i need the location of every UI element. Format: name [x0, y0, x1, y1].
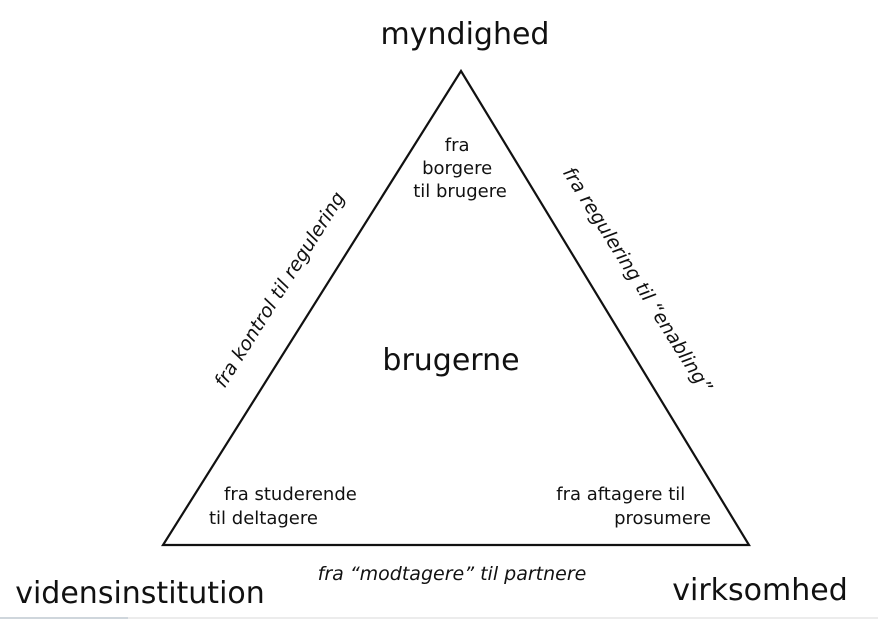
corner-note-top-line-3: til brugere — [413, 181, 507, 202]
vertex-label-top: myndighed — [381, 17, 550, 52]
edge-label-left: fra kontrol til regulering — [210, 188, 350, 392]
center-label: brugerne — [382, 343, 519, 378]
vertex-label-bottom-left: vidensinstitution — [15, 576, 265, 611]
corner-note-bottom-left: fra studerende til deltagere — [209, 484, 363, 529]
vertex-label-bottom-right: virksomhed — [672, 573, 848, 608]
corner-note-bottom-right-line-1: fra aftagere til — [556, 484, 685, 505]
corner-note-bottom-right-line-2: prosumere — [614, 508, 711, 529]
corner-note-bottom-left-line-1: fra studerende — [224, 484, 357, 505]
corner-note-top-line-1: fra — [445, 135, 470, 156]
corner-note-bottom-left-line-2: til deltagere — [209, 508, 318, 529]
corner-note-top: fra borgere til brugere — [413, 135, 507, 202]
bottom-divider — [0, 617, 878, 619]
edge-label-bottom: fra “modtagere” til partnere — [318, 563, 587, 585]
corner-note-top-line-2: borgere — [422, 158, 492, 179]
corner-note-bottom-right: fra aftagere til prosumere — [556, 484, 711, 529]
triangle-shape — [161, 68, 751, 547]
